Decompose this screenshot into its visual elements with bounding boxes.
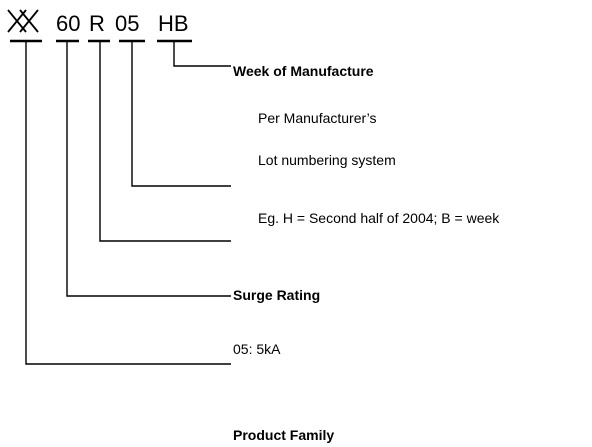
week-of-manufacture-title: Week of Manufacture (233, 63, 374, 79)
surge-rating-value: 05: 5kA (233, 341, 281, 357)
double-x-logo-icon (7, 9, 39, 33)
week-line-1: Per Manufacturer’s (258, 110, 377, 126)
code-segment-60: 60 (56, 11, 80, 36)
leader-family (25, 42, 231, 365)
product-family-title: Product Family (233, 427, 334, 443)
code-segment-r: R (89, 11, 105, 36)
code-segment-05: 05 (115, 11, 139, 36)
leader-lines (25, 42, 231, 365)
leader-week (173, 42, 231, 67)
leader-surge (66, 42, 231, 297)
week-line-2: Lot numbering system (258, 152, 396, 168)
leader-lot (131, 42, 231, 187)
code-segment-hb: HB (158, 11, 189, 36)
surge-rating-title: Surge Rating (233, 287, 320, 303)
week-line-3: Eg. H = Second half of 2004; B = week (258, 210, 500, 226)
leader-r (99, 42, 231, 242)
